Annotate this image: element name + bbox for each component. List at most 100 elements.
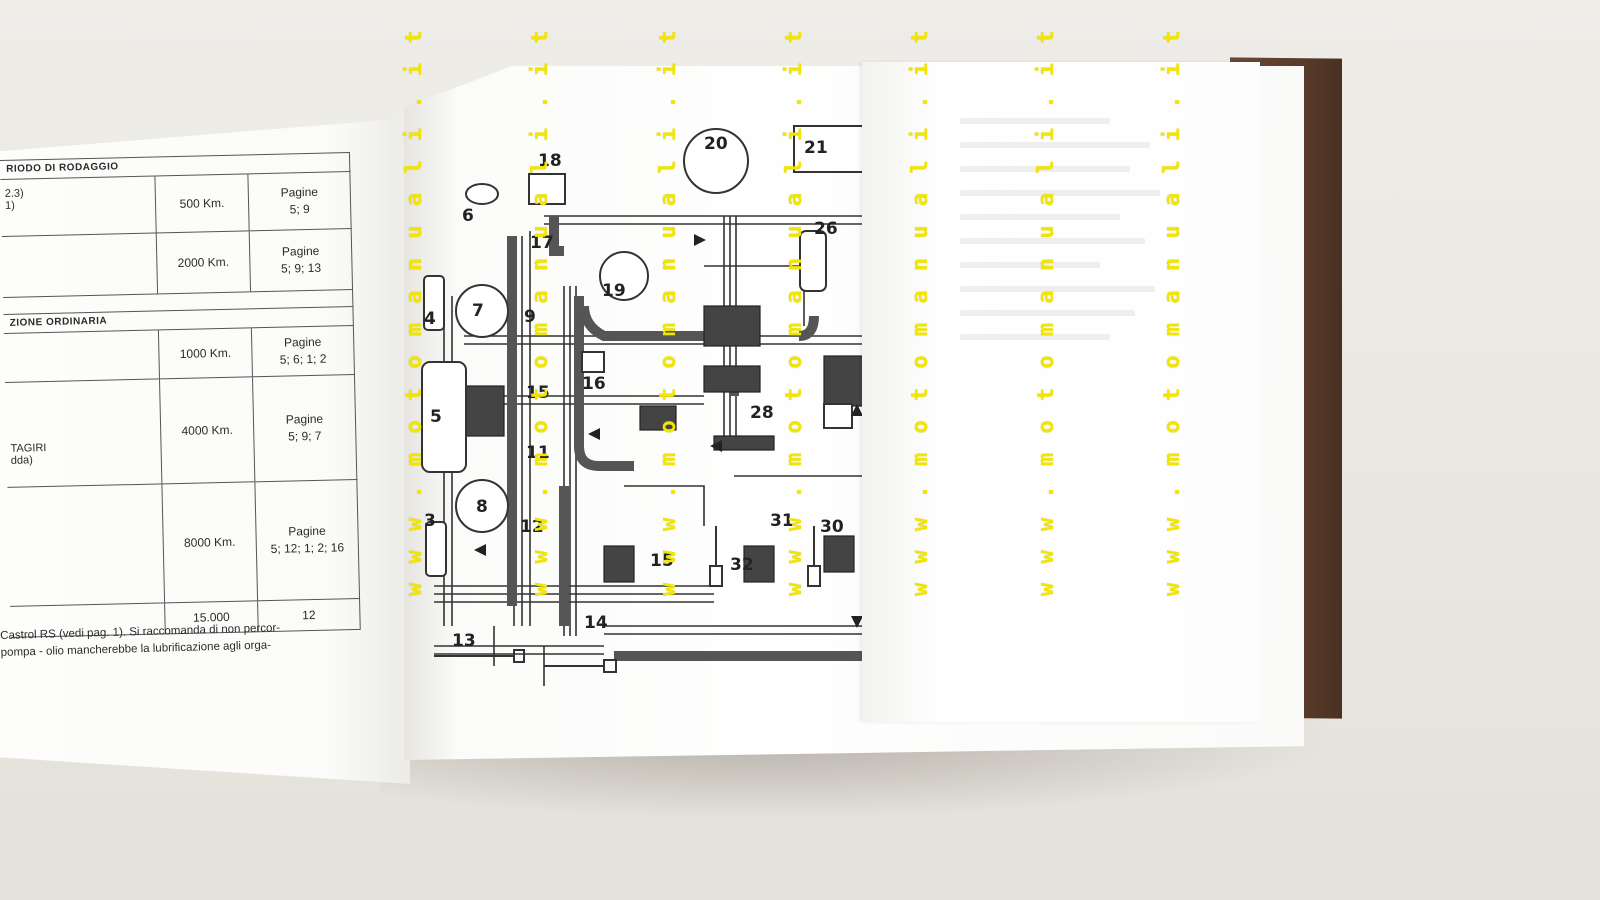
wiring-diagram-svg: 20 21 18 6 17 26 19 7 9 4 16 5 28 15 11 … [421,125,904,686]
coil-block [823,535,855,573]
fuse-box-26 [799,230,827,292]
diagram-label: 26 [814,219,838,239]
lamp-3 [425,521,447,577]
junction-block [713,435,775,451]
faded-line [960,334,1110,340]
diagram-label: 18 [538,151,562,171]
harness-line [434,585,714,603]
diagram-label: 20 [704,134,728,154]
diagram-label: 32 [730,555,754,575]
wiring-diagram: 20 21 18 6 17 26 19 7 9 4 16 5 28 15 11 … [404,66,904,760]
faded-line [960,286,1155,292]
diagram-label: 11 [526,443,550,463]
diagram-label: 3 [424,511,436,531]
faded-line [960,190,1160,196]
component-21-box [793,125,865,173]
faded-line [960,310,1135,316]
spark-plug-icon [807,526,821,587]
diagram-label: 28 [750,403,774,423]
harness-line [604,625,884,635]
spark-plug-icon [709,526,723,587]
watermark-text: w w w . m o t o m a n u a l i . i t [908,27,933,596]
row-km: 4000 Km. [160,377,256,484]
horn-circle [599,251,649,301]
diagram-label: 8 [476,497,488,517]
harness-line [624,485,705,526]
diagram-label: 7 [472,301,484,321]
sensor-13-icon [434,649,525,663]
faded-line [960,238,1145,244]
row-description [1,233,159,297]
row-description [3,330,160,382]
watermark-text: w w w . m o t o m a n u a l i . i t [1034,27,1059,596]
row-description: 2.3)1) [0,176,157,236]
row-km: 8000 Km. [162,482,259,603]
diagram-label: 19 [602,281,626,301]
diagram-label: 15 [650,551,674,571]
diagram-label: 21 [804,138,828,158]
arrow-icon [851,616,863,628]
harness-bundle [579,305,724,341]
row-km: 1000 Km. [158,328,253,379]
gauge-8-circle [455,479,509,533]
harness-bundle [798,315,819,341]
junction-block [703,305,761,347]
diagram-label: 14 [584,613,608,633]
connector-block [463,385,505,437]
watermark-text: w w w . m o t o m a n u a l i . i t [1160,27,1185,596]
left-page [0,118,410,784]
arrow-icon [851,404,863,416]
diagram-label: 4 [424,309,436,329]
connector-block [639,405,677,431]
diagram-label: 16 [582,374,606,394]
watermark-text: w w w . m o t o m a n u a l i . i t [656,27,681,596]
diagram-label: 31 [770,511,794,531]
component-18-box [528,173,566,205]
headlight-circle [683,128,749,194]
diagram-label: 30 [820,517,844,537]
row-km: 2000 Km. [156,231,252,294]
harness-line [544,215,864,225]
gauge-7-circle [455,284,509,338]
watermark-text: w w w . m o t o m a n u a l i . i t [402,27,427,596]
junction-block [703,365,761,393]
diagram-label: 15 [526,383,550,403]
faded-line [960,118,1110,124]
watermark-text: w w w . m o t o m a n u a l i . i t [782,27,807,596]
diagram-label: 9 [524,307,536,327]
watermark-text: w w w . m o t o m a n u a l i . i t [528,27,553,596]
lamp-4 [423,275,445,331]
harness-line [434,645,604,655]
foldout-page [862,62,1260,722]
diagram-label: 12 [520,517,544,537]
diagram-label: 13 [452,631,476,651]
faded-line [960,166,1130,172]
arrow-icon [588,428,600,440]
sensor-14-icon [544,659,617,673]
arrow-icon [694,234,706,246]
component-6 [465,183,499,205]
connector-block [603,545,635,583]
row-description [7,484,166,606]
foldout-faded-text [960,100,1180,660]
arrow-icon [474,544,486,556]
component-28-box [823,403,853,429]
diagram-label: 5 [430,407,442,427]
battery-5 [421,361,467,473]
coil-block [743,545,775,583]
row-km: 500 Km. [155,174,250,233]
faded-line [960,214,1120,220]
faded-line [960,142,1150,148]
component-16-box [581,351,605,373]
